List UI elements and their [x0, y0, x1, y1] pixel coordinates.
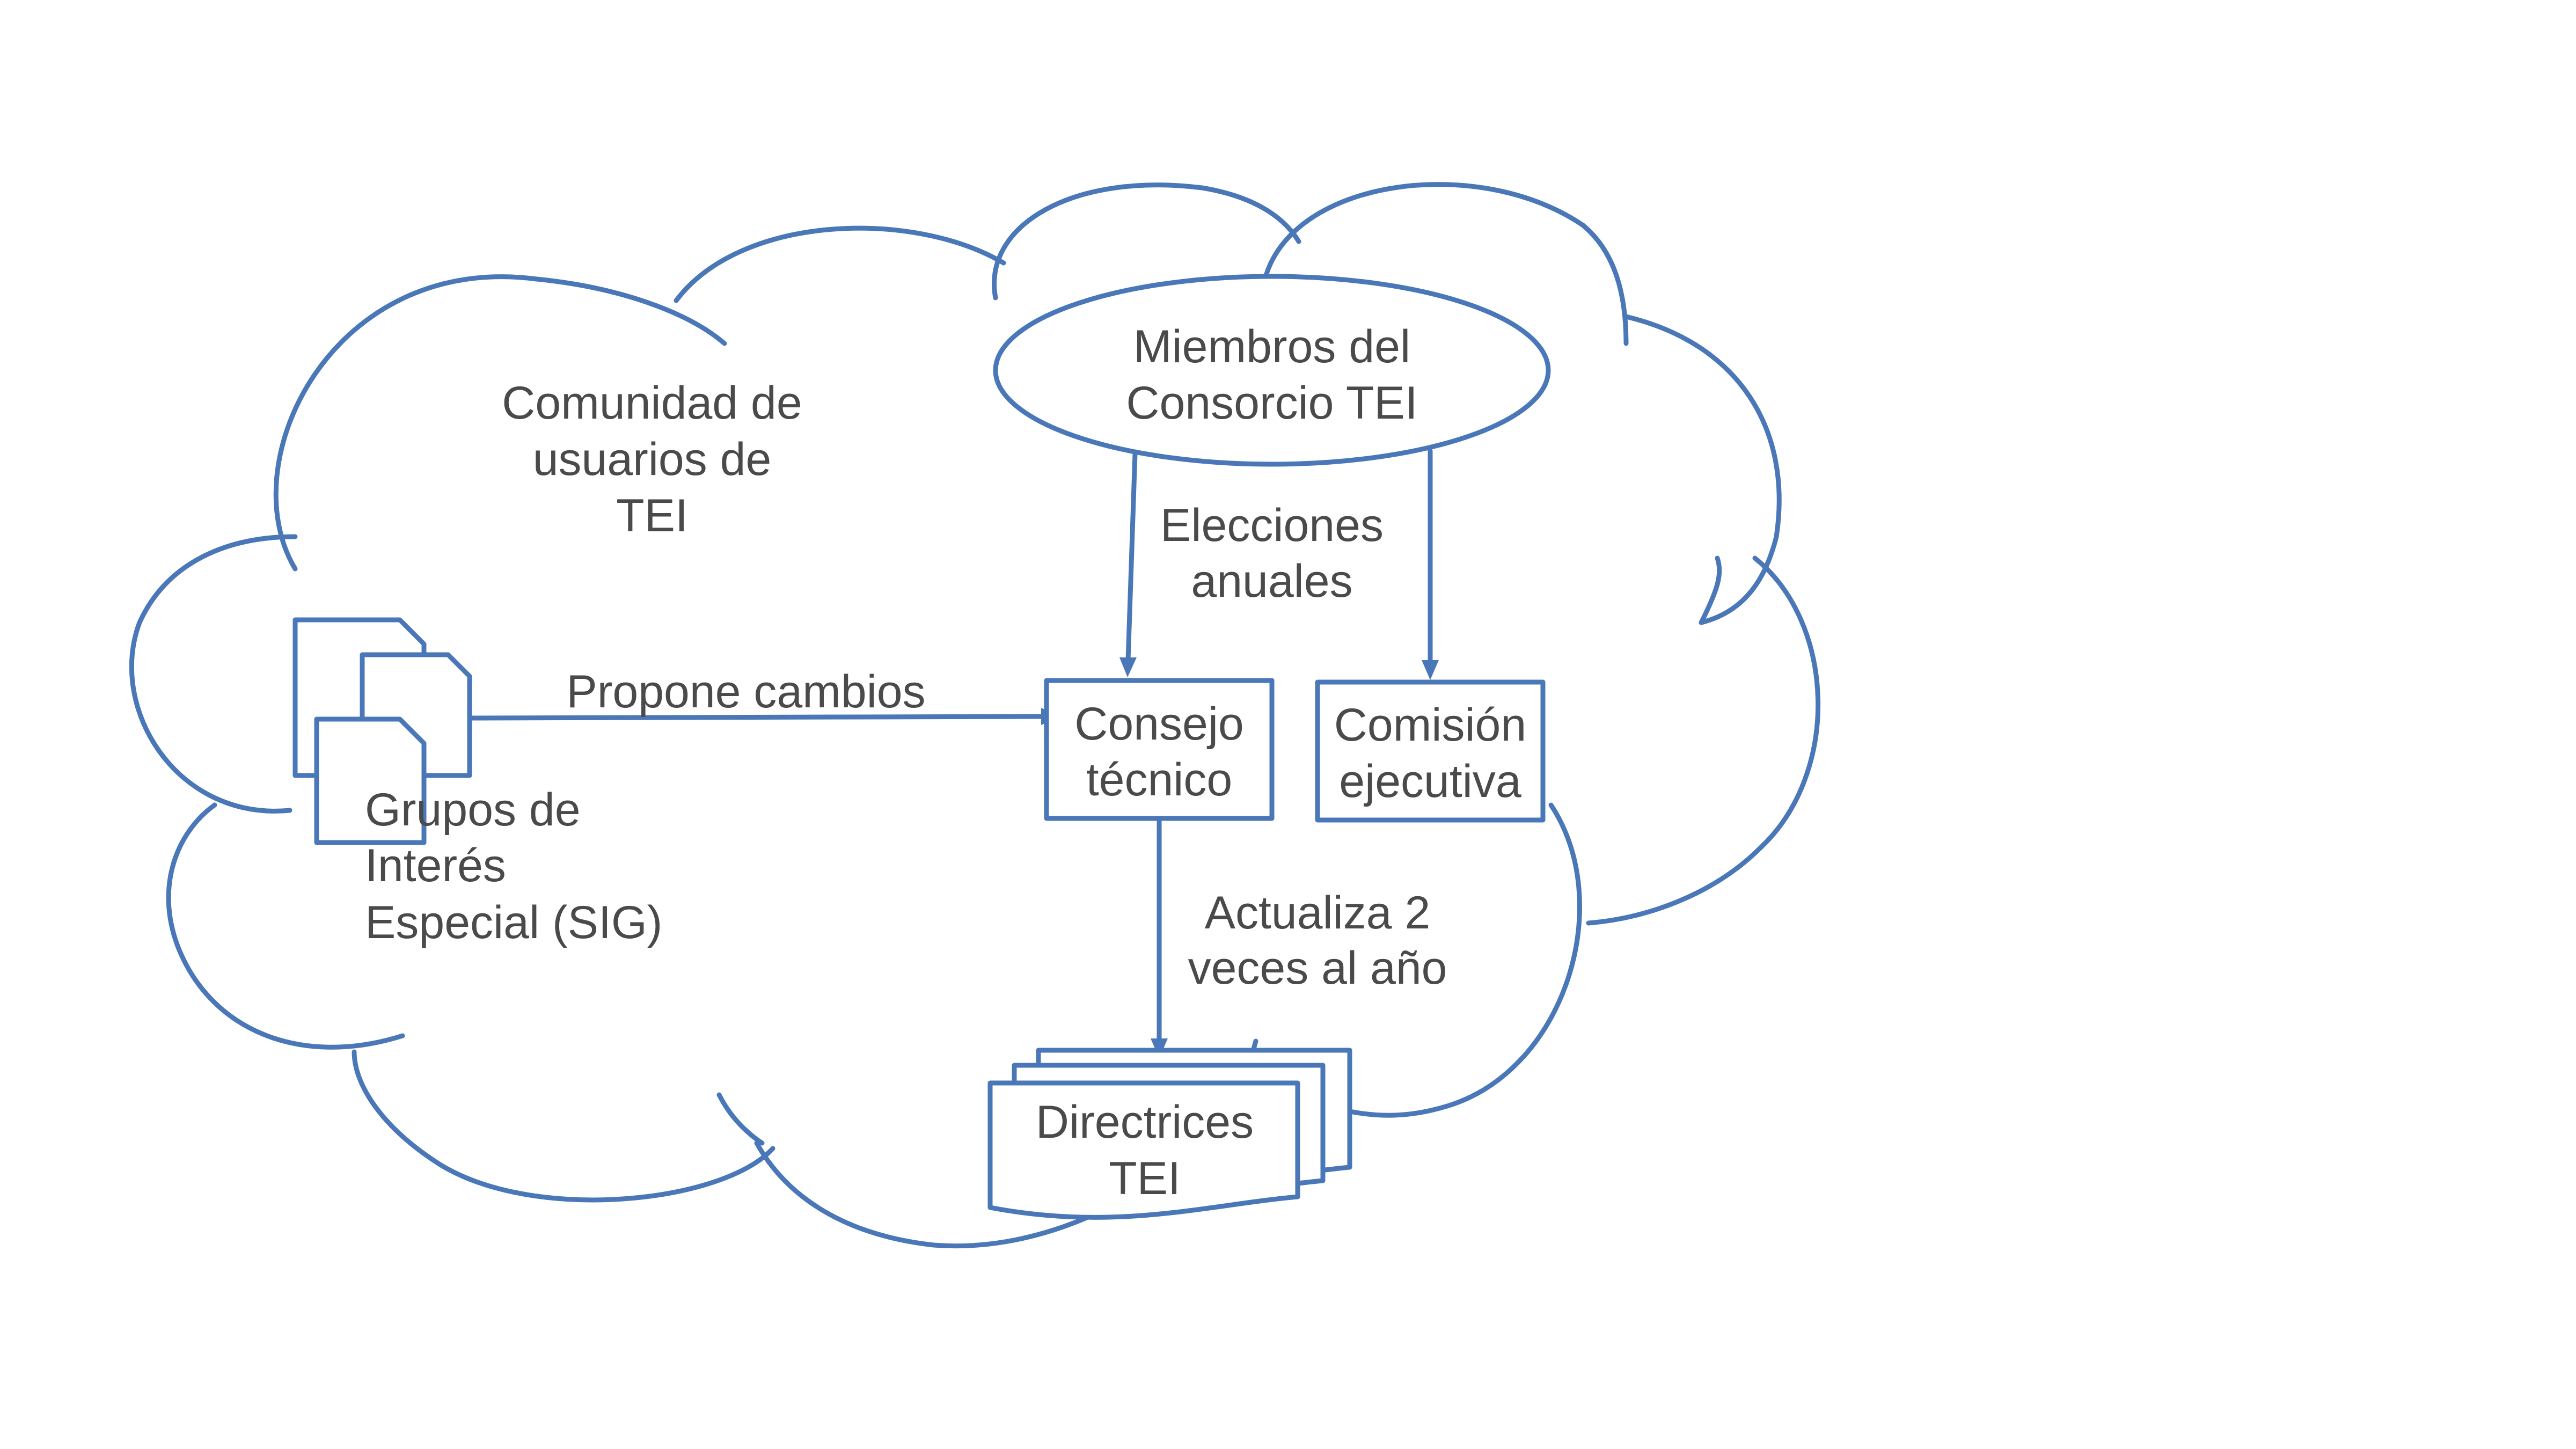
members-label-1: Miembros del — [1133, 321, 1410, 372]
sig-label-1: Grupos de — [365, 784, 581, 836]
propose-label: Propone cambios — [566, 666, 925, 718]
guidelines-label-2: TEI — [1109, 1153, 1181, 1204]
council-node: Consejo técnico — [1044, 678, 1275, 821]
updates-label-2: veces al año — [1188, 942, 1447, 994]
guidelines-label-1: Directrices — [1036, 1096, 1254, 1148]
executive-label-2: ejecutiva — [1339, 756, 1521, 807]
council-label-1: Consejo — [1074, 698, 1244, 750]
executive-label-1: Comisión — [1334, 699, 1526, 751]
update-arrow — [1151, 816, 1168, 1058]
updates-label-1: Actualiza 2 — [1205, 887, 1431, 939]
community-label-2: usuarios de — [533, 434, 772, 485]
community-cloud — [129, 182, 1821, 1248]
council-label-2: técnico — [1086, 754, 1233, 806]
sig-label-3: Especial (SIG) — [365, 897, 662, 948]
community-label: Comunidad de usuarios de TEI — [502, 377, 802, 541]
elections-label-1: Elecciones — [1160, 500, 1384, 551]
sig-label-2: Interés — [365, 840, 506, 891]
sig-documents-icon — [292, 617, 472, 845]
members-label-2: Consorcio TEI — [1126, 377, 1417, 429]
elections-label-2: anuales — [1191, 555, 1352, 607]
election-arrows — [1119, 448, 1439, 680]
guidelines-documents-icon — [987, 1048, 1352, 1220]
members-node: Miembros del Consorcio TEI — [993, 274, 1551, 467]
community-label-1: Comunidad de — [502, 377, 802, 429]
executive-node: Comisión ejecutiva — [1315, 679, 1546, 823]
community-label-3: TEI — [616, 490, 688, 541]
